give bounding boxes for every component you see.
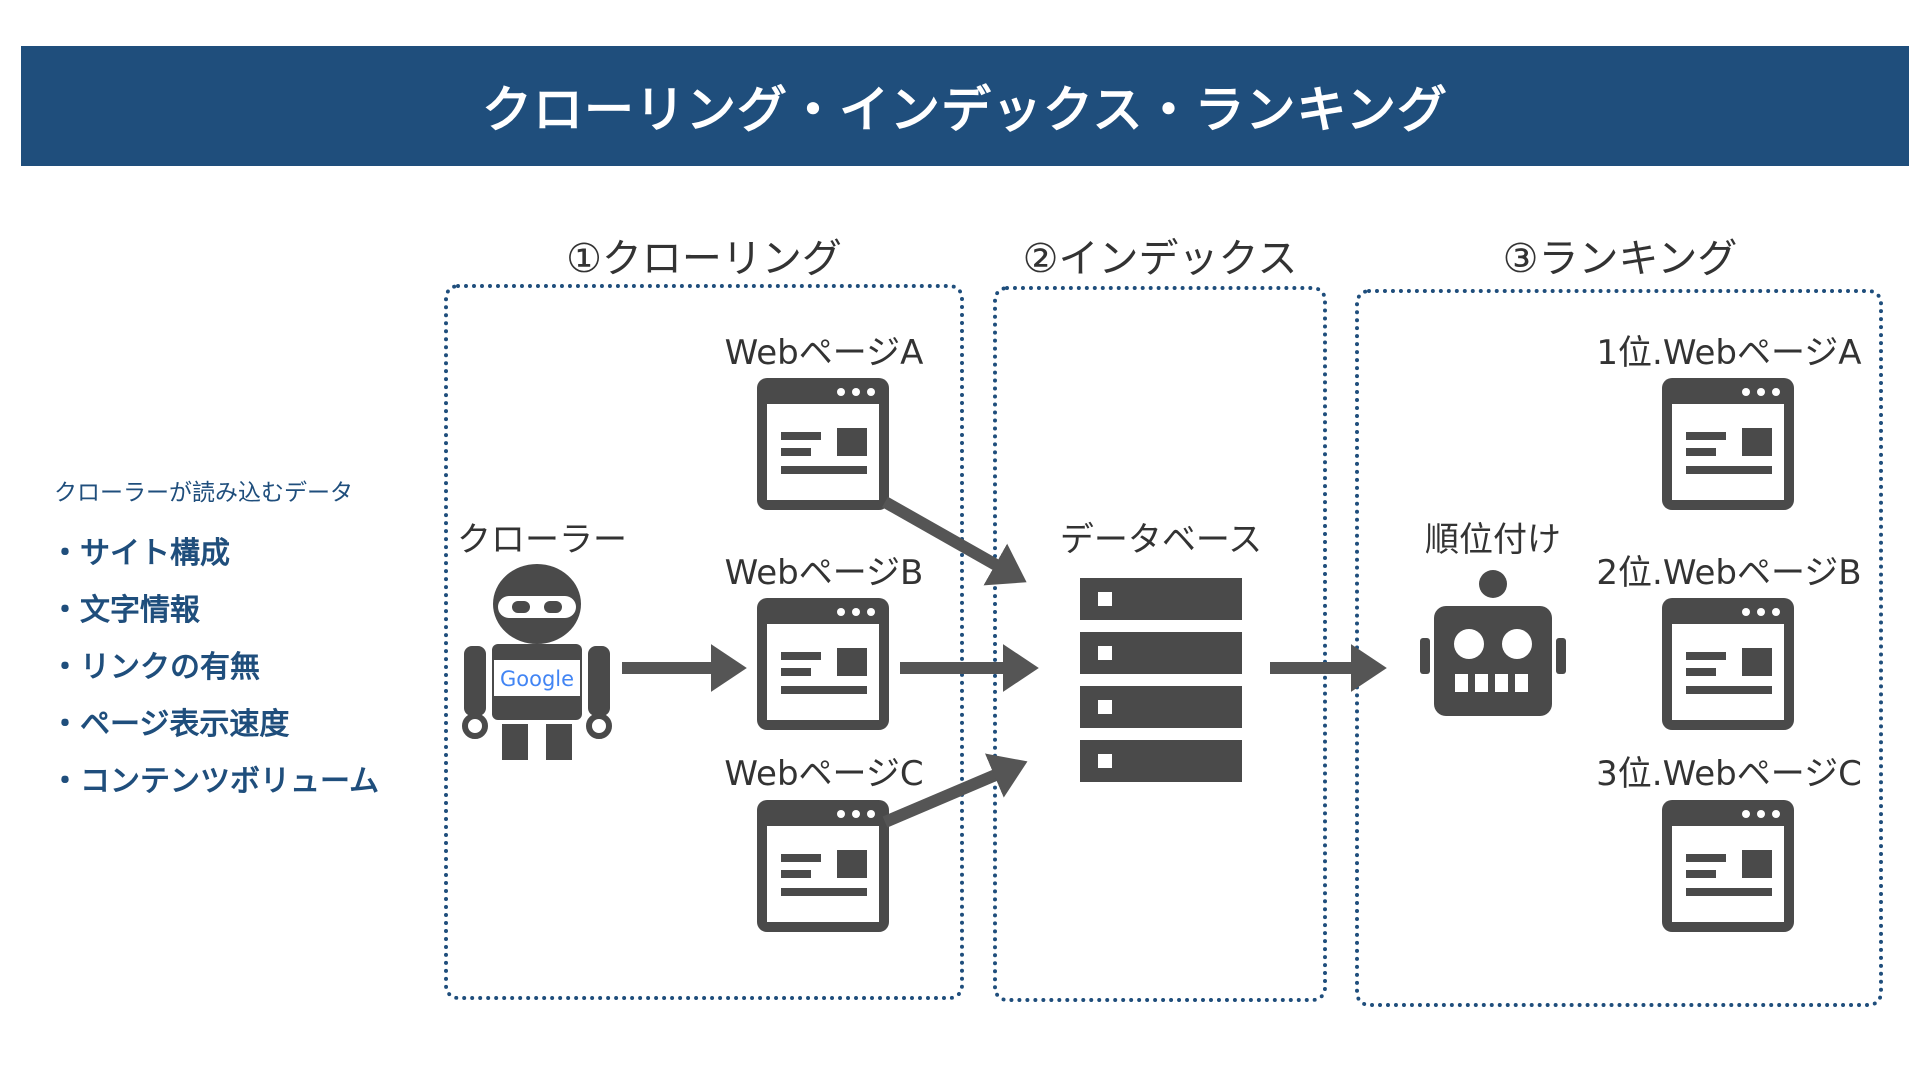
list-item: ・ページ表示速度 — [50, 707, 290, 742]
page-title: クローリング・インデックス・ランキング — [21, 46, 1909, 166]
database-label: データベース — [1059, 520, 1263, 560]
list-item: ・サイト構成 — [50, 536, 230, 571]
page-label-a: WebページA — [724, 333, 924, 373]
browser-window-icon — [1662, 598, 1794, 730]
robot-label: 順位付け — [1425, 520, 1561, 560]
page-label-b: WebページB — [724, 553, 924, 593]
google-logo: Google — [500, 667, 574, 691]
crawl-panel — [444, 284, 964, 1000]
arrow-right-icon — [882, 496, 1027, 586]
list-item: ・文字情報 — [50, 593, 200, 628]
side-caption: クローラーが読み込むデータ — [54, 480, 353, 506]
crawler-label: クローラー — [457, 520, 627, 560]
browser-window-icon — [1662, 378, 1794, 510]
ninja-robot-icon: Google — [462, 564, 612, 760]
list-item: ・コンテンツボリューム — [50, 764, 380, 799]
server-rack-icon — [1080, 578, 1242, 782]
browser-window-icon — [757, 598, 889, 730]
browser-window-icon — [1662, 800, 1794, 932]
robot-head-icon — [1420, 570, 1566, 716]
arrow-right-icon — [882, 753, 1028, 828]
browser-window-icon — [757, 800, 889, 932]
index-panel — [993, 286, 1327, 1002]
crawl-heading: ①クローリング — [566, 236, 842, 282]
side-data-list: ・サイト構成 ・文字情報 ・リンクの有無 ・ページ表示速度 ・コンテンツボリュー… — [50, 528, 379, 813]
page-label-c: WebページC — [724, 754, 924, 794]
rank-label-1: 1位.WebページA — [1596, 333, 1862, 373]
browser-window-icon — [757, 378, 889, 510]
rank-label-3: 3位.WebページC — [1596, 754, 1862, 794]
rank-heading: ③ランキング — [1502, 236, 1738, 282]
rank-label-2: 2位.WebページB — [1596, 553, 1862, 593]
list-item: ・リンクの有無 — [50, 650, 260, 685]
index-heading: ②インデックス — [1022, 236, 1298, 282]
